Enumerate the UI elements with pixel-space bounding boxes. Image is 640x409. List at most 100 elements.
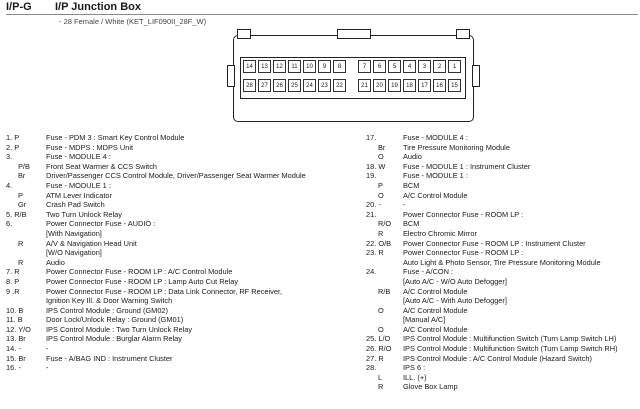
connector-pin: 9 [318, 60, 331, 73]
connector-pin: 17 [418, 79, 431, 92]
connector-pin: 6 [373, 60, 386, 73]
pin-description: Door Lock/Unlock Relay : Ground (GM01) [46, 315, 184, 325]
pin-number: 22. O/B [366, 238, 392, 248]
pin-description: Fuse - MODULE 4 : [46, 152, 111, 162]
pin-number: 27. R [366, 353, 384, 363]
wire-color: P [18, 190, 23, 200]
pin-description: - [46, 363, 49, 373]
pin-description: [Auto A/C - With Auto Defogger] [403, 296, 507, 306]
pin-description: Fuse - MODULE 4 : [403, 133, 468, 142]
connector-cavity [240, 57, 466, 99]
connector-pin: 5 [388, 60, 401, 73]
wire-color: R [378, 228, 384, 238]
pin-description: Fuse - MODULE 1 : Instrument Cluster [403, 161, 531, 171]
pin-description: IPS Control Module : Two Turn Unlock Rel… [46, 324, 193, 334]
pin-description: A/C Control Module [403, 324, 468, 334]
pin-description: A/V & Navigation Head Unit [46, 238, 137, 248]
pin-number: 7. R [6, 267, 20, 277]
pin-description: A/C Control Module [403, 190, 468, 200]
pin-description: - [403, 200, 406, 210]
connector-pin: 20 [373, 79, 386, 92]
wire-color: Br [18, 171, 26, 181]
connector-pin: 15 [448, 79, 461, 92]
wire-color: R [18, 257, 24, 267]
connector-pin: 3 [418, 60, 431, 73]
pin-description: Front Seat Warmer & CCS Switch [46, 161, 158, 171]
pin-description: IPS Control Module : Multifunction Switc… [403, 334, 617, 344]
connector-pin: 27 [258, 79, 271, 92]
connector-pin: 7 [358, 60, 371, 73]
wire-color: R [18, 238, 24, 248]
connector-tab-right [456, 29, 470, 39]
connector-pin: 26 [273, 79, 286, 92]
pin-row-gap [348, 79, 358, 92]
pin-number: 21. [366, 209, 377, 219]
pin-description: Fuse - MDPS : MDPS Unit [46, 142, 134, 152]
wire-color: P [378, 180, 383, 190]
connector-pin: 22 [333, 79, 346, 92]
pin-description: IPS Control Module : Burglar Alarm Relay [46, 334, 182, 344]
header: I/P-G I/P Junction Box [6, 1, 640, 15]
pin-description: Glove Box Lamp [403, 382, 458, 392]
connector-pin: 19 [388, 79, 401, 92]
wire-color: O [378, 152, 384, 162]
pin-description: Power Connector Fuse - ROOM LP : [403, 209, 524, 219]
connector-pin: 23 [318, 79, 331, 92]
pin-description: [Manual A/C] [403, 315, 446, 325]
pin-number: 26. R/O [366, 344, 392, 354]
pin-description: Fuse - MODULE 1 : [403, 171, 468, 181]
pin-description: Ignition Key Ill. & Door Warning Switch [46, 296, 173, 306]
pin-description: [With Navigation] [46, 228, 102, 238]
connector-latch [337, 29, 371, 39]
pin-description: Crash Pad Switch [46, 200, 105, 210]
connector-pin: 11 [288, 60, 301, 73]
pin-number: 5. R/B [6, 209, 27, 219]
pin-description: ATM Lever Indicator [46, 190, 112, 200]
pin-number: 15. Br [6, 353, 26, 363]
connector-pin: 1 [448, 60, 461, 73]
pin-description: Tire Pressure Monitoring Module [403, 142, 510, 152]
connector-subtitle: - 28 Female / White (KET_LIF090II_28F_W) [59, 17, 207, 26]
wire-color: O [378, 305, 384, 315]
pin-number: 8. P [6, 276, 20, 286]
connector-side-right [472, 65, 480, 87]
pin-description: IPS Control Module : Multifunction Switc… [403, 344, 618, 354]
connector-side-left [227, 65, 235, 87]
pin-description: Driver/Passenger CCS Control Module, Dri… [46, 171, 306, 181]
pin-description: IPS Control Module : Ground (GM02) [46, 305, 168, 315]
pin-description: Audio [46, 257, 65, 267]
pin-number: 11. B [6, 315, 23, 325]
pin-number: 23. R [366, 248, 384, 258]
connector-pin: 10 [303, 60, 316, 73]
connector-pin: 28 [243, 79, 256, 92]
wire-color: R/O [378, 219, 392, 229]
pin-description: Power Connector Fuse - ROOM LP : [403, 248, 524, 258]
pin-description: Audio [403, 152, 422, 162]
pin-number: 2. P [6, 142, 20, 152]
connector-pin: 4 [403, 60, 416, 73]
pin-description: - [46, 344, 49, 354]
pin-description: Power Connector Fuse - ROOM LP : Instrum… [403, 238, 586, 248]
pin-description: [W/O Navigation] [46, 248, 102, 258]
pin-number: 19. [366, 171, 377, 181]
pin-description: IPS Control Module : A/C Control Module … [403, 353, 592, 363]
pin-description: Power Connector Fuse - ROOM LP : A/C Con… [46, 267, 233, 277]
pin-number: 13. Br [6, 334, 26, 344]
connector-code: I/P-G [6, 1, 32, 13]
connector-pin: 18 [403, 79, 416, 92]
pin-number: 6. [6, 219, 13, 229]
pin-number: 9 .R [6, 286, 20, 296]
pin-description: BCM [403, 180, 420, 190]
connector-pin: 25 [288, 79, 301, 92]
pin-description: Fuse - PDM 3 : Smart Key Control Module [46, 133, 185, 142]
pin-description: A/C Control Module [403, 286, 468, 296]
pin-description: Two Turn Unlock Relay [46, 209, 122, 219]
connector-pin: 8 [333, 60, 346, 73]
pin-number: 14. - [6, 344, 21, 354]
pin-description: Fuse - MODULE 1 : [46, 180, 111, 190]
connector-pin: 16 [433, 79, 446, 92]
pin-number: 18. W [366, 161, 386, 171]
wire-color: O [378, 324, 384, 334]
wire-color: Br [378, 142, 386, 152]
